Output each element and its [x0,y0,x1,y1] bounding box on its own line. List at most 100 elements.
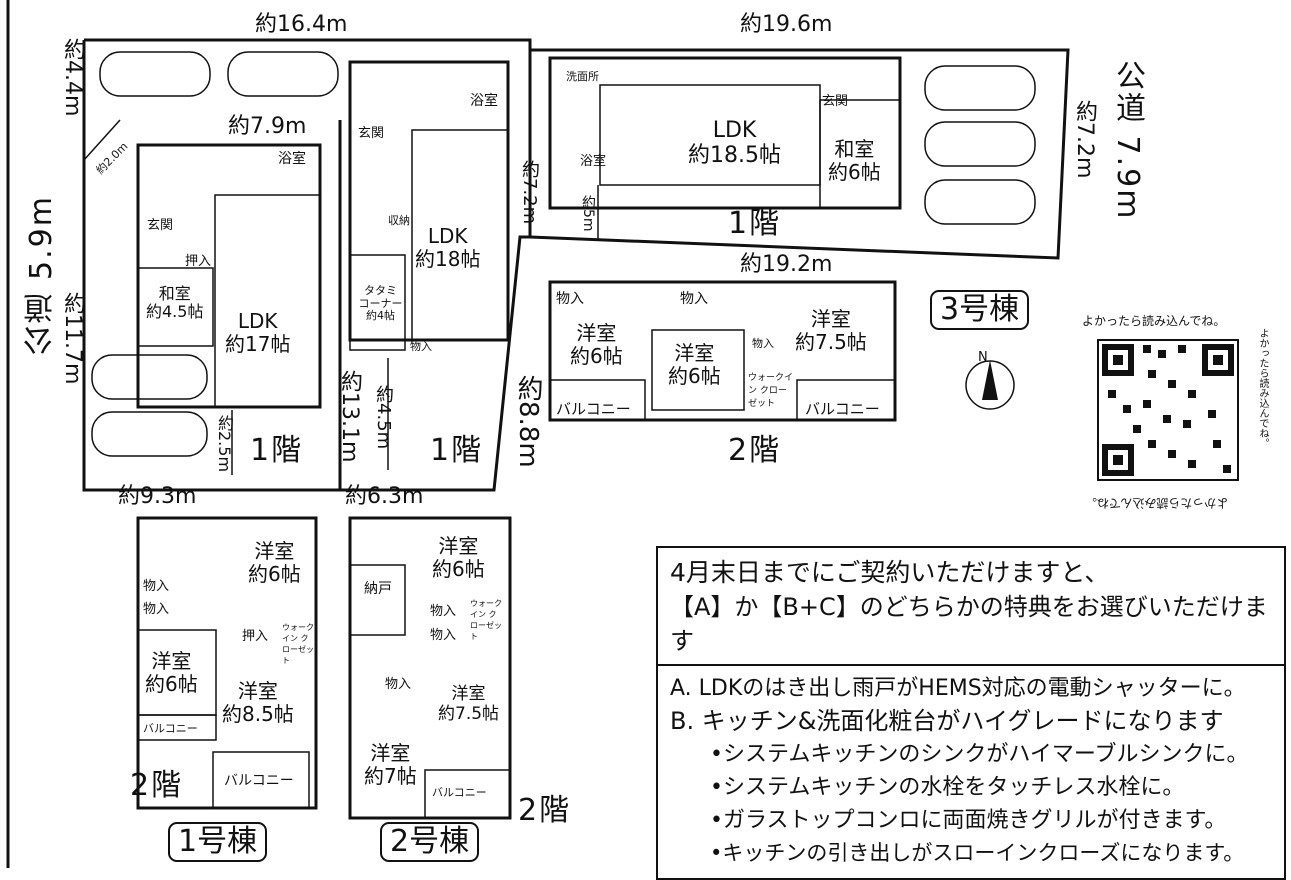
b2f2-w1-label: 洋室 約6帖 [432,535,485,581]
b3-entry-label: 玄関 [822,94,849,109]
notice-option-a: A. LDKのはき出し雨戸がHEMS対応の電動シャッターに。 [670,676,1246,701]
b2f2-nando: 納戸 [364,581,392,597]
room-size: 約6帖 [145,672,198,696]
b2-ldk-label: LDK 約18帖 [415,225,480,271]
room-size: 約18帖 [415,247,481,271]
parking-spaces [91,51,1036,457]
room-name: 和室 [158,284,191,303]
b3-washitsu-label: 和室 約6帖 [828,138,881,184]
notice-line-1: 4月末日までにご契約いただけますと、 [670,558,1110,587]
b1f2-balcony-2: バルコニー [224,773,294,789]
b3-ldk-label: LDK 約18.5帖 [688,118,781,169]
dim-left-top: 約4.4m [60,38,85,117]
dim-top-right: 約19.6m [740,12,833,37]
notice-body: A. LDKのはき出し雨戸がHEMS対応の電動シャッターに。 B. キッチン&洗… [658,666,1284,876]
room-size: 約6帖 [248,562,301,586]
b1-entry-label: 玄関 [147,218,174,233]
b3-balcony-1-label: バルコニー [556,400,631,418]
dim-b2-inner: 約4.5m [373,385,394,450]
b2-entry-label: 玄関 [358,126,385,141]
b3-w1-label: 洋室 約6帖 [570,322,623,368]
room-size: 約4帖 [366,309,395,323]
room-size: 約7帖 [364,764,417,788]
b2-building-label: 2号棟 [380,822,480,862]
b3-washroom-label: 洗面所 [566,70,599,83]
b3-balcony-2-label: バルコニー [805,400,880,418]
b3-storage-label-1: 物入 [556,291,584,307]
dim-b3-depth: 約7.2m [1072,100,1097,179]
room-name: 和室 [834,137,875,161]
b1f2-w1-label: 洋室 約6帖 [248,540,301,586]
b1f2-wic: ウォークイン クローゼット [282,623,314,665]
dim-b3-width-bottom: 約19.2m [740,252,833,277]
room-name: 洋室 [674,341,715,365]
room-name: LDK [237,309,278,333]
room-size: 約6帖 [432,557,485,581]
room-name: 洋室 [451,684,486,704]
notice-b-item-2: •システムキッチンの水栓をタッチレス水栓に。 [710,775,1185,800]
room-name: 洋室 [254,539,295,563]
room-size: 約8.5帖 [222,702,294,726]
dim-left-mid: 約11.7m [60,292,85,385]
qr-code[interactable] [1088,330,1248,490]
b3-storage-label-2: 物入 [680,291,708,307]
b1-washitsu-label: 和室 約4.5帖 [146,284,203,322]
room-size: 約18.5帖 [688,143,781,169]
b1f2-balcony-1: バルコニー [143,722,198,735]
b3-w2-label: 洋室 約6帖 [668,342,721,388]
room-size: 約6帖 [828,160,881,184]
room-size: 約7.5帖 [438,703,500,724]
compass-n-label: N [978,350,988,365]
b2f2-storage-2: 物入 [430,628,457,643]
notice-option-b: B. キッチン&洗面化粧台がハイグレードになります [670,707,1224,735]
notice-header: 4月末日までにご契約いただけますと、 【A】か【B+C】のどちらかの特典をお選び… [658,548,1284,666]
room-size: 約7.5帖 [795,330,867,354]
b1-storage-label: 押入 [185,254,212,269]
b1-floor2-label: 2階 [130,768,184,803]
b3-w3-label: 洋室 約7.5帖 [795,308,867,354]
room-name: 洋室 [370,741,411,765]
dim-bottom-mid: 約6.3m [345,484,424,509]
b1-building-label: 1号棟 [168,822,268,862]
dim-slant: 約8.8m [513,375,543,468]
notice-b-item-3: •ガラストップコンロに両面焼きグリルが付きます。 [710,808,1227,833]
b1f2-w2-label: 洋室 約6帖 [145,650,198,696]
b3-bath-label: 浴室 [580,154,607,169]
b2f2-storage-3: 物入 [385,677,412,692]
room-name: タタミ コーナー [358,284,403,310]
b1-floor1-label: 1階 [250,433,304,468]
b3-wic-label: ウォークイン クローゼット [748,373,794,409]
room-size: 約6帖 [668,364,721,388]
b1f2-storage-3: 押入 [242,629,269,644]
b1-bath-label: 浴室 [278,151,306,167]
b2-storage-label-2: 物入 [410,340,432,353]
campaign-notice: 4月末日までにご契約いただけますと、 【A】か【B+C】のどちらかの特典をお選び… [656,546,1286,880]
room-name: 洋室 [237,679,278,703]
qr-caption-bottom: よかったら読み込んでね。 [1085,496,1229,510]
b3-storage-label-3: 物入 [752,337,774,350]
b1f2-storage-2: 物入 [143,602,170,617]
qr-caption-side: よかったら読み込んでね。 [1257,328,1268,448]
b3-building-label: 3号棟 [930,290,1030,330]
notice-b-item-4: •キッチンの引き出しがスローインクローズになります。 [710,841,1245,865]
b3-floor2-label: 2階 [728,433,782,468]
dim-top-left: 約16.4m [255,12,348,37]
b1-ldk-label: LDK 約17帖 [225,310,290,356]
dim-b1-width: 約7.9m [228,114,307,139]
room-name: LDK [712,118,757,143]
qr-pattern-icon [1097,339,1239,481]
dim-b1-inner: 約2.5m [215,415,234,473]
room-size: 約6帖 [570,344,623,368]
b2-floor1-label: 1階 [430,433,484,468]
notice-b-item-1: •システムキッチンのシンクがハイマーブルシンクに。 [710,742,1249,767]
b2f2-balcony: バルコニー [432,786,487,799]
compass-rose [965,360,1015,410]
dim-mid-side: 約13.1m [337,370,362,463]
b2-tatami-label: タタミ コーナー 約4帖 [358,284,403,323]
notice-line-2: 【A】か【B+C】のどちらかの特典をお選びいただけます [670,593,1268,655]
b2f2-w3-label: 洋室 約7帖 [364,742,417,788]
room-name: LDK [427,224,468,248]
b3-floor1-label: 1階 [728,206,782,241]
dim-bottom-left: 約9.3m [118,484,197,509]
